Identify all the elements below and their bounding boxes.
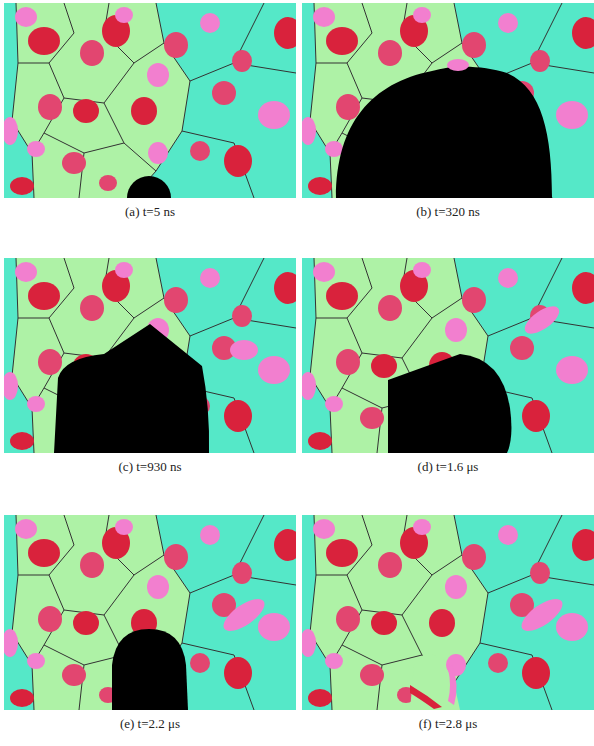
panel-caption: (b) t=320 ns — [302, 204, 594, 220]
simulation-panel — [302, 515, 594, 710]
panel-caption: (f) t=2.8 μs — [302, 716, 594, 732]
simulation-panel — [302, 258, 594, 453]
panel-caption: (e) t=2.2 μs — [4, 716, 296, 732]
simulation-panel — [302, 3, 594, 198]
panel-caption: (a) t=5 ns — [4, 204, 296, 220]
simulation-panel — [4, 258, 296, 453]
simulation-panel — [4, 515, 296, 710]
panel-caption: (d) t=1.6 μs — [302, 459, 594, 475]
panel-caption: (c) t=930 ns — [4, 459, 296, 475]
simulation-panel — [4, 3, 296, 198]
